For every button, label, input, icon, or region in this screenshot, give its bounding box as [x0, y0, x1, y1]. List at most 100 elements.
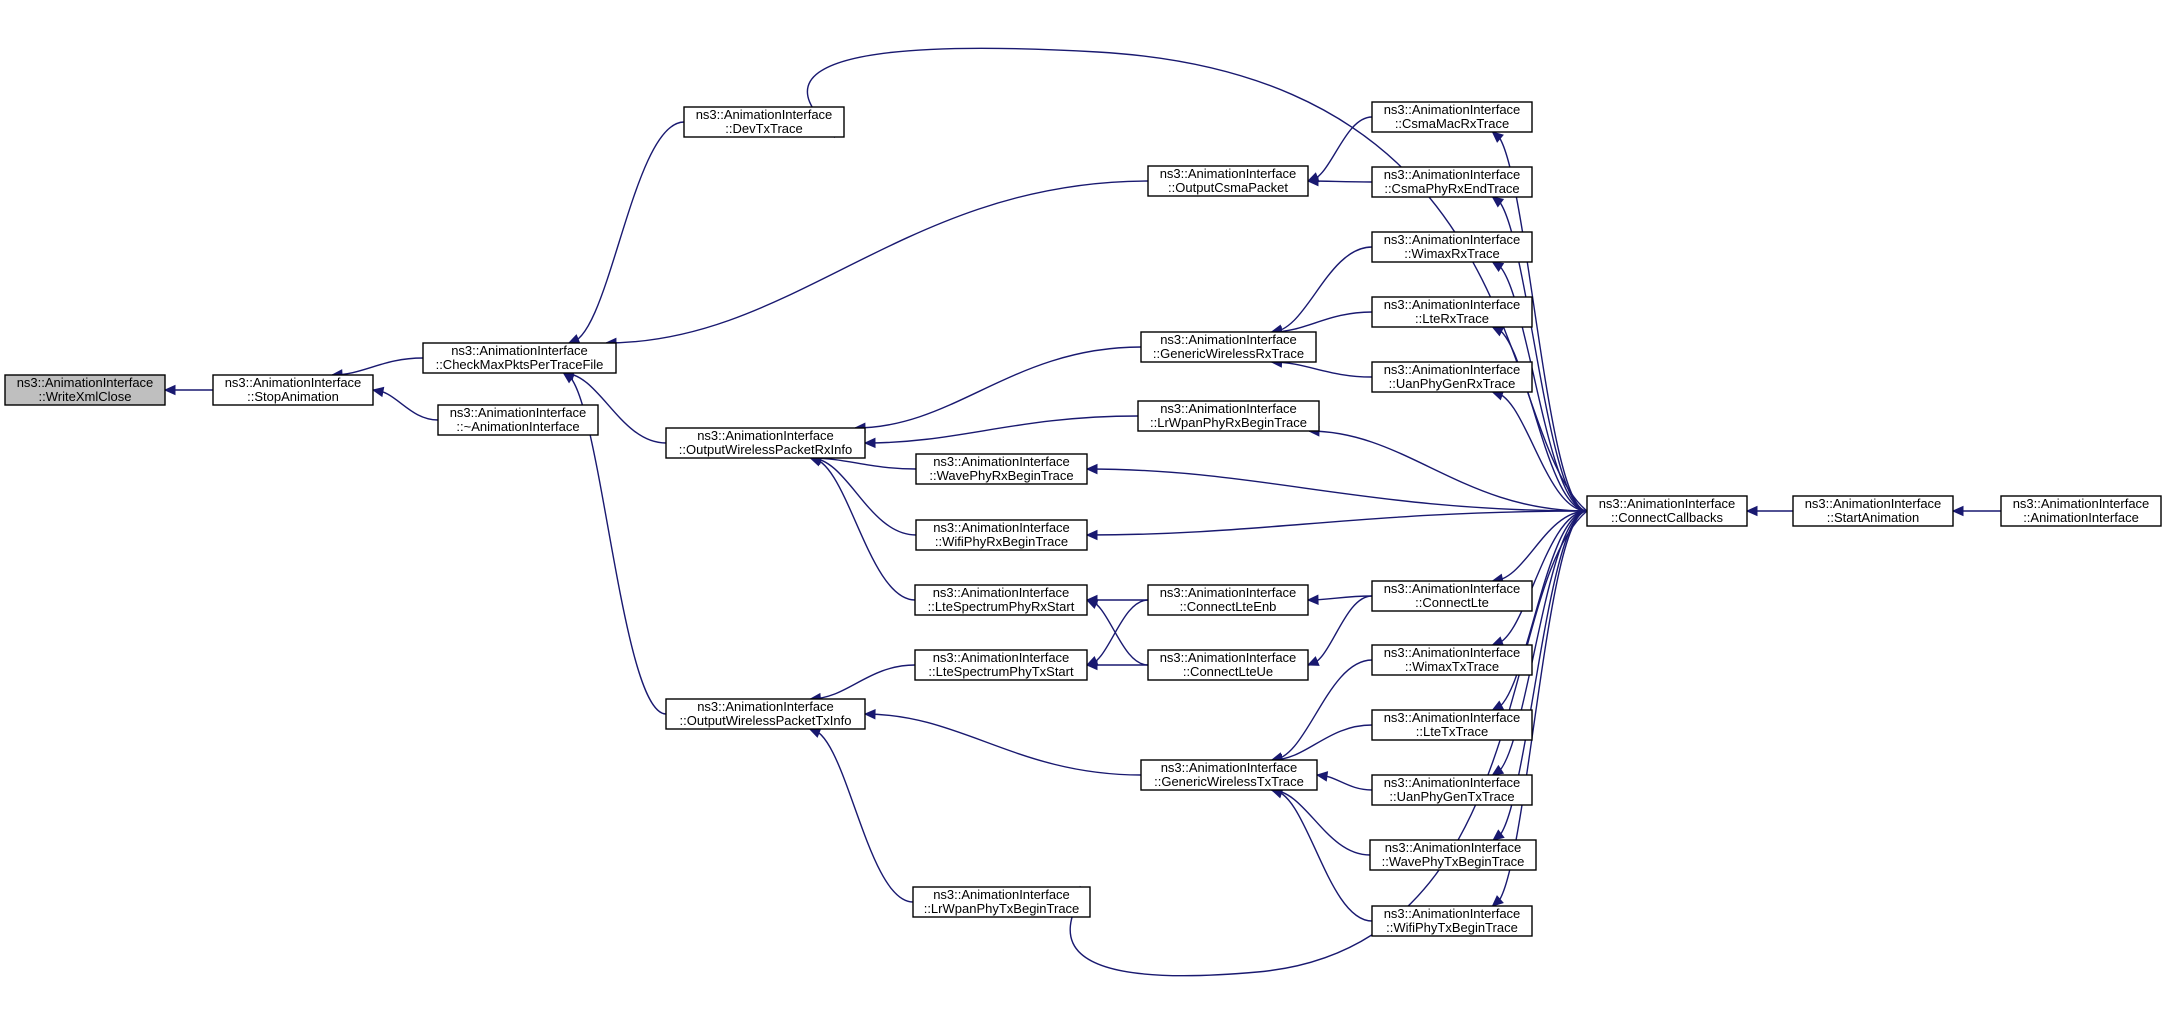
node-connectlteenb[interactable]: ns3::AnimationInterface::ConnectLteEnb: [1147, 584, 1309, 616]
node-ltespectrumrx[interactable]: ns3::AnimationInterface::LteSpectrumPhyR…: [914, 584, 1088, 616]
node-method-label: ::UanPhyGenRxTrace: [1389, 376, 1516, 391]
node-csmaphyrxend[interactable]: ns3::AnimationInterface::CsmaPhyRxEndTra…: [1371, 166, 1533, 198]
node-box: [1792, 495, 1954, 527]
node-method-label: ::AnimationInterface: [2023, 510, 2139, 525]
edge-checkmaxpkts-to-stopanimation: [331, 357, 424, 376]
node-outputwirelessrx[interactable]: ns3::AnimationInterface::OutputWirelessP…: [665, 427, 866, 459]
edge-connectcallbacks-to-uanphygenrx: [1492, 391, 1588, 512]
edge-outputwirelessrx-to-checkmaxpkts: [563, 372, 667, 444]
node-namespace-label: ns3::AnimationInterface: [1160, 401, 1297, 416]
node-box: [915, 453, 1088, 485]
node-lrwpanphytx[interactable]: ns3::AnimationInterface::LrWpanPhyTxBegi…: [912, 886, 1091, 918]
edge-connectlteue-to-ltespectrumrx: [1086, 599, 1149, 666]
node-method-label: ::LteRxTrace: [1415, 311, 1489, 326]
node-lterx[interactable]: ns3::AnimationInterface::LteRxTrace: [1371, 296, 1533, 328]
edge-wifiphyrx-to-outputwirelessrx: [810, 457, 917, 536]
node-namespace-label: ns3::AnimationInterface: [1160, 332, 1297, 347]
node-wimaxtx[interactable]: ns3::AnimationInterface::WimaxTxTrace: [1371, 644, 1533, 676]
node-method-label: ::GenericWirelessTxTrace: [1154, 774, 1304, 789]
edge-devtxtrace-to-checkmaxpkts: [568, 121, 685, 344]
node-method-label: ::CheckMaxPktsPerTraceFile: [436, 357, 604, 372]
node-box: [1140, 759, 1318, 791]
node-genericwirelessrx[interactable]: ns3::AnimationInterface::GenericWireless…: [1140, 331, 1317, 363]
node-namespace-label: ns3::AnimationInterface: [933, 454, 1070, 469]
edge-connectcallbacks-to-ltetx: [1492, 510, 1588, 711]
node-constructor[interactable]: ns3::AnimationInterface::AnimationInterf…: [2000, 495, 2162, 527]
arrowhead-connectlte-to-connectlteue: [1306, 656, 1320, 666]
edge-ltespectrumrx-to-outputwirelessrx: [810, 457, 916, 601]
node-namespace-label: ns3::AnimationInterface: [1160, 650, 1297, 665]
node-startanimation[interactable]: ns3::AnimationInterface::StartAnimation: [1792, 495, 1954, 527]
edge-wifiphytx-to-genericwirelesstx: [1271, 789, 1373, 922]
edge-connectcallbacks-to-lterx: [1492, 326, 1588, 512]
node-connectlteue[interactable]: ns3::AnimationInterface::ConnectLteUe: [1147, 649, 1309, 681]
node-method-label: ::ConnectCallbacks: [1611, 510, 1723, 525]
edge-connectcallbacks-to-csmamacrx: [1492, 131, 1588, 512]
arrowhead-connectlte-to-connectlteenb: [1306, 594, 1319, 605]
node-box: [1147, 584, 1309, 616]
arrowhead-startanimation-to-connectcallbacks: [1745, 505, 1758, 517]
node-lrwpanphyrx[interactable]: ns3::AnimationInterface::LrWpanPhyRxBegi…: [1137, 400, 1320, 432]
node-method-label: ::OutputWirelessPacketTxInfo: [680, 713, 852, 728]
arrowhead-outputwirelesstx-to-checkmaxpkts: [562, 372, 576, 384]
arrowhead-genericwirelesstx-to-outputwirelesstx: [863, 708, 876, 720]
node-uanphygenrx[interactable]: ns3::AnimationInterface::UanPhyGenRxTrac…: [1371, 361, 1533, 393]
node-method-label: ::WifiPhyTxBeginTrace: [1386, 920, 1518, 935]
node-method-label: ::GenericWirelessRxTrace: [1153, 346, 1304, 361]
node-connectlte[interactable]: ns3::AnimationInterface::ConnectLte: [1371, 580, 1533, 612]
node-method-label: ::WavePhyRxBeginTrace: [929, 468, 1073, 483]
node-box: [665, 698, 866, 730]
edge-connectcallbacks-to-uanphygentx: [1492, 510, 1588, 776]
edge-ltetx-to-genericwirelesstx: [1271, 724, 1373, 761]
arrowhead-csmaphyrxend-to-outputcsmapacket: [1306, 175, 1319, 187]
node-destructor[interactable]: ns3::AnimationInterface::~AnimationInter…: [437, 404, 599, 436]
edge-connectcallbacks-to-wifiphytx: [1492, 510, 1588, 907]
node-uanphygentx[interactable]: ns3::AnimationInterface::UanPhyGenTxTrac…: [1371, 774, 1533, 806]
node-devtxtrace[interactable]: ns3::AnimationInterface::DevTxTrace: [683, 106, 845, 138]
node-box: [1586, 495, 1748, 527]
arrowhead-destructor-to-stopanimation: [371, 386, 385, 398]
node-stopanimation[interactable]: ns3::AnimationInterface::StopAnimation: [212, 374, 374, 406]
arrowhead-stopanimation-to-writexmlclose: [163, 384, 176, 396]
node-namespace-label: ns3::AnimationInterface: [697, 699, 834, 714]
node-method-label: ::WifiPhyRxBeginTrace: [935, 534, 1068, 549]
node-method-label: ::LrWpanPhyRxBeginTrace: [1150, 415, 1307, 430]
node-box: [1371, 644, 1533, 676]
node-box: [665, 427, 866, 459]
node-namespace-label: ns3::AnimationInterface: [1160, 585, 1297, 600]
node-wimaxrx[interactable]: ns3::AnimationInterface::WimaxRxTrace: [1371, 231, 1533, 263]
edge-connectcallbacks-to-connectlte: [1492, 510, 1588, 582]
node-ltespectrumtx[interactable]: ns3::AnimationInterface::LteSpectrumPhyT…: [914, 649, 1088, 681]
node-box: [1371, 580, 1533, 612]
node-wifiphyrx[interactable]: ns3::AnimationInterface::WifiPhyRxBeginT…: [915, 519, 1088, 551]
node-outputcsmapacket[interactable]: ns3::AnimationInterface::OutputCsmaPacke…: [1147, 165, 1309, 197]
node-writexmlclose[interactable]: ns3::AnimationInterface::WriteXmlClose: [4, 374, 166, 406]
node-namespace-label: ns3::AnimationInterface: [933, 650, 1070, 665]
node-csmamacrx[interactable]: ns3::AnimationInterface::CsmaMacRxTrace: [1371, 101, 1533, 133]
arrowhead-connectcallbacks-to-uanphygentx: [1491, 764, 1505, 776]
graph-nodes: ns3::AnimationInterface::WriteXmlClosens…: [4, 101, 2162, 937]
node-wavephyrx[interactable]: ns3::AnimationInterface::WavePhyRxBeginT…: [915, 453, 1088, 485]
node-method-label: ::StopAnimation: [247, 389, 339, 404]
node-wifiphytx[interactable]: ns3::AnimationInterface::WifiPhyTxBeginT…: [1371, 905, 1533, 937]
node-namespace-label: ns3::AnimationInterface: [451, 343, 588, 358]
edge-lrwpanphytx-to-outputwirelesstx: [809, 728, 914, 903]
edge-wimaxrx-to-genericwirelessrx: [1271, 246, 1373, 333]
node-method-label: ::LteTxTrace: [1416, 724, 1488, 739]
node-ltetx[interactable]: ns3::AnimationInterface::LteTxTrace: [1371, 709, 1533, 741]
edge-outputcsmapacket-to-checkmaxpkts: [605, 180, 1149, 344]
node-namespace-label: ns3::AnimationInterface: [1384, 710, 1521, 725]
node-genericwirelesstx[interactable]: ns3::AnimationInterface::GenericWireless…: [1140, 759, 1318, 791]
edge-connectcallbacks-to-wimaxrx: [1492, 261, 1588, 512]
node-box: [1147, 649, 1309, 681]
edge-genericwirelesstx-to-outputwirelesstx: [864, 713, 1142, 776]
arrowhead-connectcallbacks-to-csmamacrx: [1491, 131, 1504, 143]
node-checkmaxpkts[interactable]: ns3::AnimationInterface::CheckMaxPktsPer…: [422, 342, 617, 374]
node-wavephytx[interactable]: ns3::AnimationInterface::WavePhyTxBeginT…: [1369, 839, 1537, 871]
node-outputwirelesstx[interactable]: ns3::AnimationInterface::OutputWirelessP…: [665, 698, 866, 730]
node-box: [422, 342, 617, 374]
arrowhead-connectlteue-to-ltespectrumtx: [1085, 659, 1098, 671]
node-connectcallbacks[interactable]: ns3::AnimationInterface::ConnectCallback…: [1586, 495, 1748, 527]
edge-uanphygenrx-to-genericwirelessrx: [1271, 361, 1373, 378]
edge-connectcallbacks-to-lrwpanphyrx: [1308, 430, 1588, 512]
